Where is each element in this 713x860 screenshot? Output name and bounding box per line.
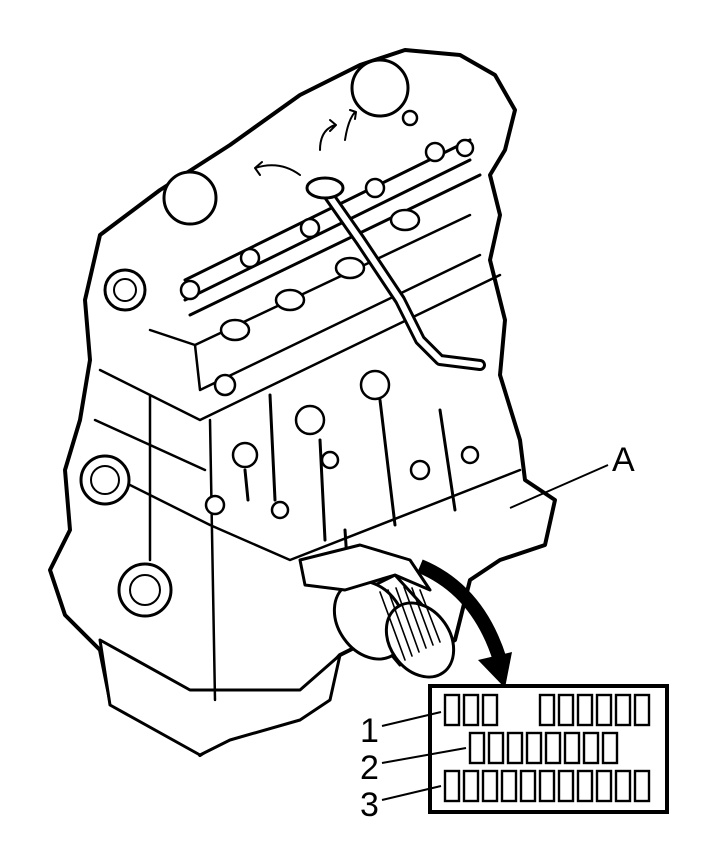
leader-line-3 xyxy=(381,785,442,801)
breather-pipe-inner xyxy=(322,187,483,368)
valve-bosses xyxy=(179,109,475,301)
callout-label-3: 3 xyxy=(360,786,379,824)
callout-label-2: 2 xyxy=(360,749,379,787)
plate-row-1 xyxy=(443,693,651,727)
engine-outline xyxy=(48,48,557,757)
oil-pump-bore-inner xyxy=(129,574,161,606)
plate-row-3 xyxy=(443,769,651,803)
guide-tubes xyxy=(243,393,457,577)
pointer-arrow xyxy=(417,559,507,663)
oil-filter xyxy=(332,573,456,679)
plate-row-2 xyxy=(468,731,619,765)
leader-line-2 xyxy=(381,747,467,764)
oil-pan xyxy=(98,638,342,757)
injector-wells xyxy=(219,208,421,342)
leader-line-a xyxy=(509,464,609,509)
pointer-arrowhead xyxy=(478,652,512,688)
filler-cap-right xyxy=(350,58,410,118)
pipe-flange xyxy=(305,176,345,200)
block-seam xyxy=(93,273,522,702)
oil-filter-ribs xyxy=(379,586,441,661)
callout-label-1: 1 xyxy=(360,712,379,750)
crankshaft-seal xyxy=(79,454,131,506)
camshaft-seal xyxy=(103,268,147,312)
crankshaft-seal-inner xyxy=(90,465,120,495)
mounting-bosses xyxy=(204,369,480,520)
filler-cap-left xyxy=(162,170,218,226)
cylinder-head xyxy=(183,138,482,317)
filter-mount xyxy=(298,543,432,592)
camshaft-seal-inner xyxy=(113,278,137,302)
oil-pump-bore xyxy=(117,562,173,618)
rotation-arrows xyxy=(254,109,357,176)
leader-line-1 xyxy=(381,711,442,727)
callout-label-a: A xyxy=(612,441,635,479)
